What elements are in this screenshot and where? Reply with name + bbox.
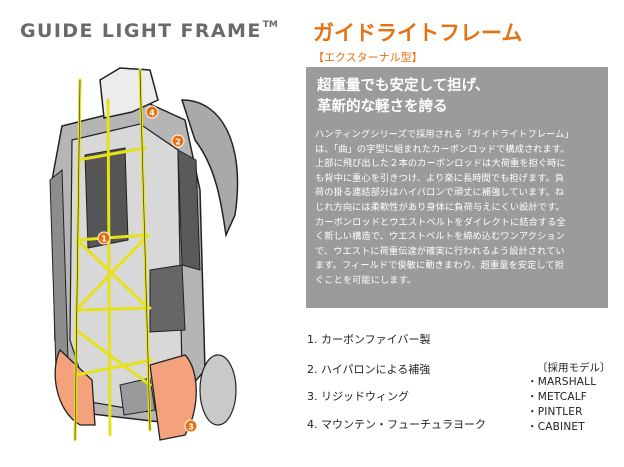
callout-2-number: 2 (175, 138, 181, 147)
body-line: 上部に飛び出した２本のカーボンロッドは大荷重を担ぐ時に (315, 158, 566, 170)
top-rods (99, 67, 159, 119)
lumbar-pad (199, 354, 237, 426)
feature-item-carbon: 1. カーボンファイバー製 (307, 333, 431, 346)
description-panel: 超重量でも安定して担げ、 革新的な軽さを誇る ハンティングシリーズで採用される「… (306, 67, 608, 308)
backpack-frame-illustration: 4 2 1 3 (49, 67, 239, 442)
body-line: は、「曲」の字型に組まれたカーボンロッドで構成されます。 (315, 143, 570, 155)
body-line: じれ方向には柔軟性があり身体に負荷与えにくい設計です。 (315, 201, 565, 213)
frame-diag-2 (74, 233, 150, 312)
feature-item-hypalon: 2. ハイパロンによる補強 (307, 363, 431, 376)
frame-type-subtitle: 【エクスターナル型】 (313, 51, 423, 64)
model-item-cabinet: ・CABINET (527, 421, 585, 433)
body-line: ます。フィールドで俊敏に動きまわり、超重量を安定して担 (315, 260, 565, 272)
hip-belt-buckle (119, 377, 156, 416)
description-body: ハンティングシリーズで採用される「ガイドライトフレーム」 は、「曲」の字型に組ま… (315, 128, 601, 289)
side-pocket (177, 149, 201, 271)
body-line: 荷の掛る連結部分はハイパロンで頑丈に補強しています。ね (315, 187, 565, 199)
shoulder-strap (180, 99, 239, 238)
back-mesh (84, 147, 129, 249)
headline-line: 超重量でも安定して担げ、 (317, 78, 490, 94)
feature-item-rigid-wing: 3. リジッドウィング (307, 390, 409, 403)
body-line: も背中に重心を引きつけ、より楽に長時間でも担げます。負 (315, 172, 565, 184)
frame-cross-1 (76, 146, 147, 162)
headline-line: 革新的な軽さを誇る (317, 99, 448, 115)
body-line: ぐことを可能にします。 (315, 274, 417, 286)
frame-diag-3 (74, 328, 152, 387)
product-title-jp: ガイドライトフレーム (313, 21, 523, 45)
product-title-en: GUIDE LIGHT FRAMETM (20, 20, 278, 42)
callout-1: 1 (97, 231, 111, 245)
callout-2: 2 (171, 134, 185, 148)
callout-4-number: 4 (149, 109, 155, 118)
side-pocket-lower (149, 264, 186, 333)
frame-cross-3 (74, 306, 152, 312)
body-line: カーボンロッドとウエストベルトをダイレクトに結合する全 (315, 216, 566, 228)
model-item-metcalf: ・METCALF (527, 391, 587, 403)
models-label: 〔採用モデル〕 (537, 362, 611, 374)
body-line: く新しい構造で、ウエストベルトを締め込むワンアクション (315, 231, 565, 243)
feature-item-yoke: 4. マウンテン・フューチュラヨーク (307, 418, 486, 431)
callout-4: 4 (145, 105, 159, 119)
frame-cross-4 (74, 358, 154, 377)
callout-3: 3 (184, 419, 198, 433)
model-item-pintler: ・PINTLER (527, 406, 583, 418)
trademark-mark: TM (262, 20, 278, 30)
body-line: で、ウエストに荷重伝達が確実に行われるよう設計されてい (315, 245, 565, 257)
product-title-text: GUIDE LIGHT FRAME (20, 20, 262, 42)
frame-rod-center (106, 98, 112, 437)
callout-3-number: 3 (188, 423, 194, 432)
headline: 超重量でも安定して担げ、 革新的な軽さを誇る (317, 76, 490, 118)
callout-1-number: 1 (101, 235, 107, 244)
model-item-marshall: ・MARSHALL (527, 376, 597, 388)
frame-cross-2 (75, 233, 150, 242)
body-line: ハンティングシリーズで採用される「ガイドライトフレーム」 (315, 129, 574, 140)
hip-belt-right (149, 354, 197, 441)
